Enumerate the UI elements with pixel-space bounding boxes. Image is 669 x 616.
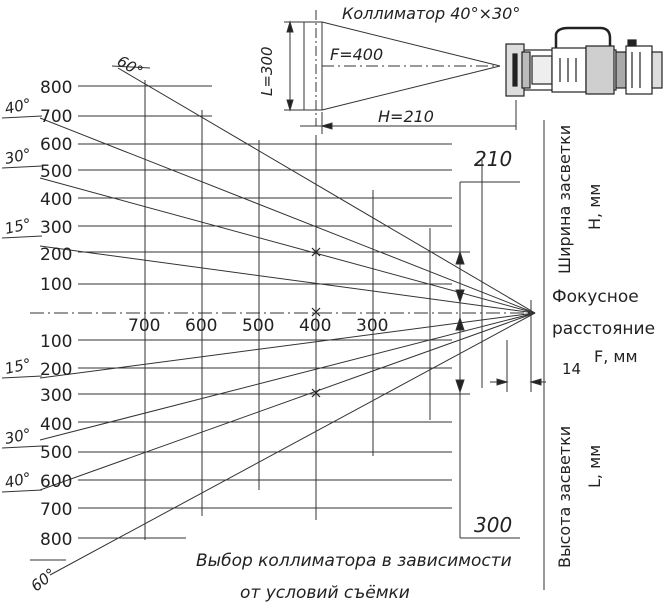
height-dimension (455, 160, 520, 539)
focal-distance-labels: 700 600 500 400 300 (128, 316, 388, 336)
upper-label-700: 700 (40, 107, 72, 127)
focal-label-400: 400 (299, 316, 331, 336)
ray-bot-60 (49, 312, 536, 576)
upper-label-100: 100 (40, 275, 72, 295)
lower-label-100: 100 (40, 332, 72, 352)
intersection-markers (311, 247, 321, 398)
arrow-up-top (455, 250, 465, 265)
right-value-300: 300 (474, 513, 512, 537)
dim-H-label: H=210 (378, 107, 434, 126)
axis-rows (78, 85, 470, 539)
lower-label-700: 700 (40, 500, 72, 520)
lower-label-800: 800 (40, 530, 72, 550)
ray-top-60 (117, 67, 536, 314)
ray-bot-30 (39, 312, 536, 441)
focal-label-600: 600 (185, 316, 217, 336)
dim-F-label: F=400 (330, 45, 383, 64)
lower-scale-labels: 100 200 300 400 500 600 700 800 (40, 332, 72, 550)
collimator-geometry (284, 10, 517, 134)
ray-top-30 (39, 177, 536, 314)
upper-scale-labels: 800 700 600 500 400 300 200 100 (40, 78, 72, 295)
lens-plate (303, 21, 323, 111)
upper-label-500: 500 (40, 162, 72, 182)
angle-labels: 60° 40° 30° 15° 15° 30° 40° 60° (3, 52, 146, 595)
right-value-210: 210 (474, 147, 512, 171)
upper-label-200: 200 (40, 245, 72, 265)
focal-label-line1: Фокусное (552, 287, 639, 307)
ray-bot-15 (39, 312, 536, 379)
angle-label-bot-60: 60° (27, 565, 59, 596)
focal-columns (144, 80, 431, 540)
arrow-down-center (455, 289, 465, 304)
angle-label-top-40: 40° (3, 95, 33, 118)
focal-label-line2: расстояние (552, 319, 655, 339)
upper-label-800: 800 (40, 78, 72, 98)
small-offset-dimension (490, 300, 546, 392)
lower-label-400: 400 (40, 415, 72, 435)
focal-label-300: 300 (356, 316, 388, 336)
angle-label-top-30: 30° (3, 145, 33, 168)
focal-label-500: 500 (242, 316, 274, 336)
upper-label-300: 300 (40, 218, 72, 238)
angle-label-top-15: 15° (3, 215, 33, 238)
collimator-title: Коллиматор 40°×30° (342, 4, 520, 23)
focal-unit-label: F, мм (594, 347, 638, 366)
angle-label-bot-30: 30° (3, 425, 33, 448)
angle-label-top-60: 60° (114, 52, 146, 81)
right-value-14: 14 (562, 360, 581, 378)
focal-label-700: 700 (128, 316, 160, 336)
ray-bot-40 (39, 312, 536, 491)
angle-label-bot-15: 15° (3, 355, 33, 378)
angle-label-bot-40: 40° (3, 469, 33, 492)
width-unit-label: H, мм (585, 184, 604, 230)
height-unit-label: L, мм (585, 445, 604, 488)
ray-top-15 (39, 245, 536, 314)
caption-line1: Выбор коллиматора в зависимости (196, 551, 512, 571)
dim-L-label: L=300 (258, 46, 276, 96)
angle-rays (39, 67, 536, 576)
lower-label-500: 500 (40, 443, 72, 463)
lower-label-200: 200 (40, 360, 72, 380)
upper-label-600: 600 (40, 135, 72, 155)
width-label: Ширина засветки (555, 125, 574, 274)
lower-label-300: 300 (40, 386, 72, 406)
height-label: Высота засветки (555, 426, 574, 568)
ray-top-40 (39, 117, 536, 314)
angle-leader-lines (1, 65, 151, 561)
collimator-device (505, 26, 663, 97)
arrow-up-center (455, 316, 465, 331)
upper-label-400: 400 (40, 190, 72, 210)
arrow-down-bottom (455, 379, 465, 394)
caption-line2: от условий съёмки (240, 583, 410, 603)
lower-label-600: 600 (40, 472, 72, 492)
